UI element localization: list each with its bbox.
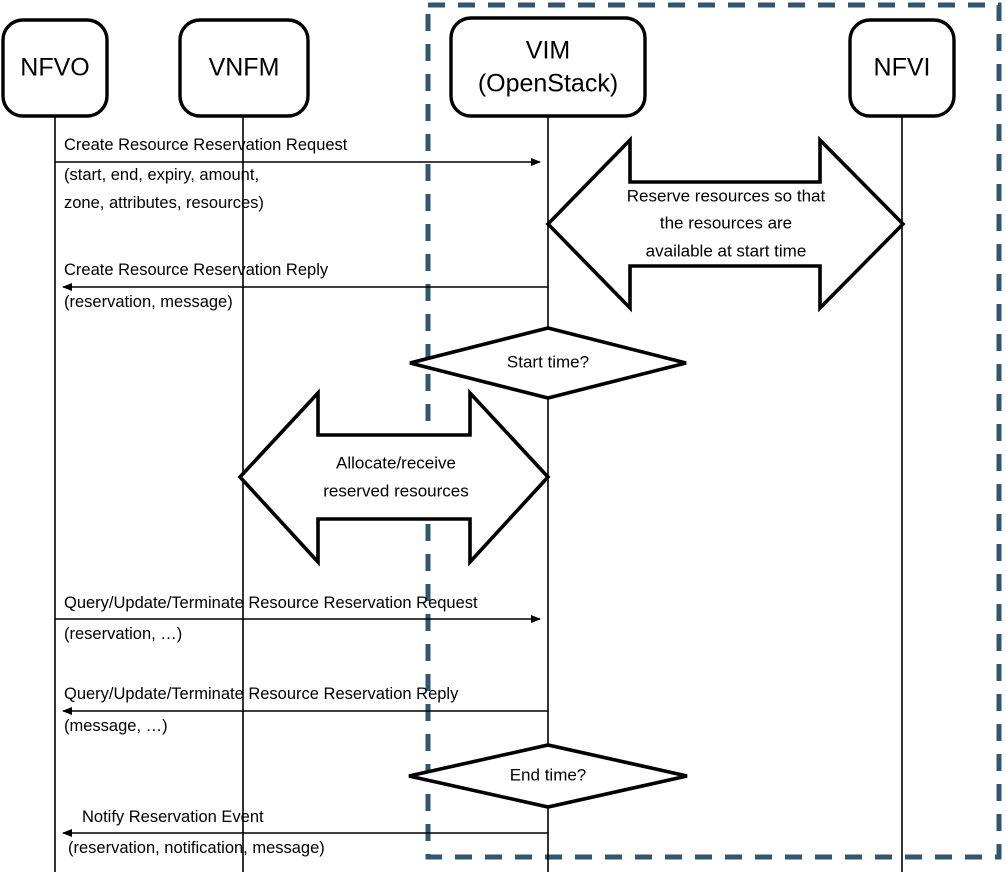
message-create-request-params-2: zone, attributes, resources) <box>64 194 264 212</box>
participant-nfvo-label: NFVO <box>20 54 89 82</box>
note-reserve-resources-shape <box>545 135 906 313</box>
participant-nfvi-box[interactable] <box>848 18 956 118</box>
participant-vnfm[interactable]: VNFM <box>178 18 310 118</box>
participant-nfvi[interactable]: NFVI <box>848 18 956 118</box>
note-allocate-receive-line-2: reserved resources <box>323 481 469 500</box>
note-reserve-resources: Reserve resources so that the resources … <box>545 135 906 313</box>
message-query-reply[interactable]: Query/Update/Terminate Resource Reservat… <box>62 685 548 735</box>
note-reserve-resources-line-1: Reserve resources so that <box>627 186 826 205</box>
participant-nfvo[interactable]: NFVO <box>1 18 109 118</box>
decision-start-time-label: Start time? <box>507 352 589 371</box>
message-create-request[interactable]: Create Resource Reservation Request (sta… <box>55 136 541 212</box>
participant-vim-label: VIM <box>526 37 570 65</box>
message-notify-event-label: Notify Reservation Event <box>82 808 264 826</box>
message-create-request-params-1: (start, end, expiry, amount, <box>64 166 259 184</box>
participant-vim-sublabel: (OpenStack) <box>478 70 618 98</box>
vim-nfvi-scope-box <box>425 2 1002 860</box>
note-allocate-receive-shape <box>237 388 551 567</box>
message-query-reply-params-1: (message, …) <box>64 717 168 735</box>
message-notify-event-params-1: (reservation, notification, message) <box>68 839 325 857</box>
message-query-request[interactable]: Query/Update/Terminate Resource Reservat… <box>55 594 541 643</box>
message-create-reply-params-1: (reservation, message) <box>64 293 233 311</box>
participant-vim[interactable]: VIM (OpenStack) <box>449 16 647 118</box>
message-query-reply-label: Query/Update/Terminate Resource Reservat… <box>64 685 459 703</box>
message-query-request-label: Query/Update/Terminate Resource Reservat… <box>64 594 478 612</box>
message-create-reply-label: Create Resource Reservation Reply <box>64 261 329 279</box>
participant-vnfm-label: VNFM <box>209 54 280 82</box>
message-create-reply[interactable]: Create Resource Reservation Reply (reser… <box>62 261 548 311</box>
participant-vnfm-box[interactable] <box>178 18 310 118</box>
decision-end-time-label: End time? <box>510 765 587 784</box>
participant-nfvi-label: NFVI <box>874 54 931 82</box>
note-allocate-receive: Allocate/receive reserved resources <box>237 388 551 567</box>
message-notify-event[interactable]: Notify Reservation Event (reservation, n… <box>62 808 548 857</box>
decision-end-time-shape <box>408 743 688 809</box>
note-reserve-resources-line-2: the resources are <box>660 213 792 232</box>
note-reserve-resources-line-3: available at start time <box>646 241 807 260</box>
note-allocate-receive-line-1: Allocate/receive <box>336 453 456 472</box>
decision-start-time-shape <box>409 326 687 400</box>
decision-start-time: Start time? <box>409 326 687 400</box>
message-query-request-params-1: (reservation, …) <box>64 625 182 643</box>
participant-vim-box[interactable] <box>449 16 647 118</box>
decision-end-time: End time? <box>408 743 688 809</box>
message-create-request-label: Create Resource Reservation Request <box>64 136 348 154</box>
participant-nfvo-box[interactable] <box>1 18 109 118</box>
